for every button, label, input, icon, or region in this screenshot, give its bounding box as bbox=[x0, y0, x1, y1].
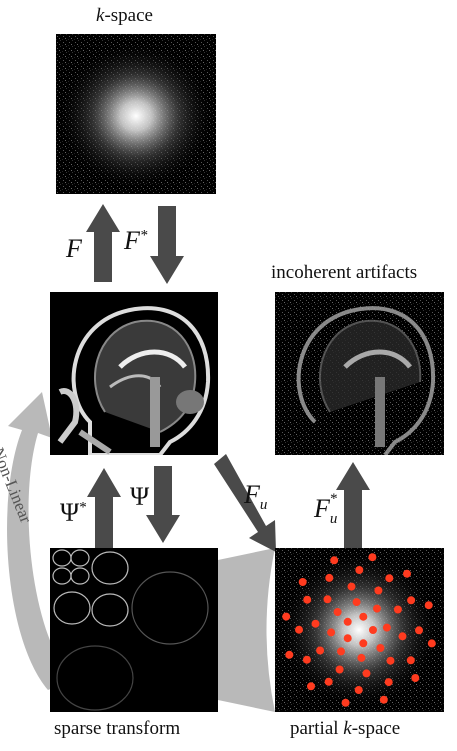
sparse-transform-image bbox=[50, 548, 218, 712]
sample-dot bbox=[335, 665, 344, 674]
sample-dot bbox=[298, 578, 307, 586]
sample-dot bbox=[406, 656, 415, 665]
sample-dot bbox=[323, 595, 332, 604]
sample-dot bbox=[374, 586, 383, 595]
sample-dot bbox=[398, 632, 407, 641]
sample-dot bbox=[384, 678, 393, 687]
sample-dot bbox=[303, 595, 312, 604]
sample-dot bbox=[285, 650, 294, 659]
sample-dot bbox=[376, 644, 385, 652]
sample-dot bbox=[368, 553, 377, 562]
sample-dot bbox=[379, 695, 388, 704]
psi-arrow bbox=[146, 466, 180, 543]
sample-dot bbox=[362, 669, 371, 678]
sample-dot bbox=[333, 608, 342, 616]
sample-dot bbox=[415, 626, 423, 635]
sample-dot bbox=[307, 682, 315, 691]
f-star-arrow bbox=[150, 206, 184, 284]
sample-dot bbox=[359, 639, 368, 648]
sample-dot bbox=[357, 653, 366, 662]
sample-dot bbox=[355, 566, 364, 574]
nonlinear-arrow bbox=[7, 392, 73, 690]
incoherent-artifacts-label: incoherent artifacts bbox=[271, 262, 418, 283]
sample-dot bbox=[352, 598, 361, 607]
sample-dot bbox=[324, 677, 333, 686]
sample-dot bbox=[403, 569, 411, 578]
sample-dot bbox=[325, 573, 334, 582]
psi-star-arrow bbox=[87, 468, 121, 548]
sample-dot bbox=[337, 647, 345, 656]
f-star-operator: F* bbox=[124, 226, 148, 255]
f-operator: F bbox=[66, 234, 82, 263]
sample-dot bbox=[427, 639, 436, 648]
f-arrow bbox=[86, 204, 120, 282]
kspace-label: k-space bbox=[96, 5, 153, 26]
sample-dot bbox=[424, 601, 433, 610]
sample-dot bbox=[347, 582, 356, 591]
sample-dot bbox=[341, 698, 350, 707]
sample-dot bbox=[295, 625, 303, 634]
incoherent-artifacts-image bbox=[275, 292, 444, 455]
sample-dot bbox=[354, 686, 363, 694]
sample-dot bbox=[311, 619, 320, 628]
fu-star-operator: Fu* bbox=[314, 491, 338, 528]
sample-dot bbox=[282, 612, 291, 621]
kspace-image bbox=[56, 34, 216, 194]
sample-dot bbox=[393, 605, 402, 614]
sample-dot bbox=[359, 612, 368, 621]
sample-dot bbox=[369, 626, 377, 634]
sample-dot bbox=[407, 596, 416, 605]
sparse-to-partial-connector bbox=[218, 548, 275, 712]
partial-kspace-label: partial k-space bbox=[290, 718, 401, 739]
psi-star-operator: Ψ* bbox=[60, 498, 87, 527]
sample-dot bbox=[343, 617, 352, 626]
fu-star-arrow bbox=[336, 462, 370, 548]
partial-kspace-image bbox=[275, 548, 444, 712]
sparse-transform-label: sparse transform bbox=[54, 718, 181, 739]
psi-operator: Ψ bbox=[130, 482, 150, 511]
fu-arrow bbox=[214, 454, 276, 552]
sample-dot bbox=[302, 655, 311, 664]
mri-brain-image bbox=[50, 292, 218, 455]
sample-dot bbox=[382, 623, 391, 632]
sample-dot bbox=[373, 604, 381, 613]
sample-dot bbox=[330, 556, 339, 565]
fu-operator: Fu bbox=[244, 480, 268, 514]
sample-dot bbox=[411, 674, 420, 682]
sample-dot bbox=[316, 646, 325, 655]
sample-dot bbox=[343, 634, 352, 643]
sample-dot bbox=[385, 574, 394, 583]
sample-dot bbox=[386, 656, 395, 665]
sample-dot bbox=[327, 628, 336, 637]
